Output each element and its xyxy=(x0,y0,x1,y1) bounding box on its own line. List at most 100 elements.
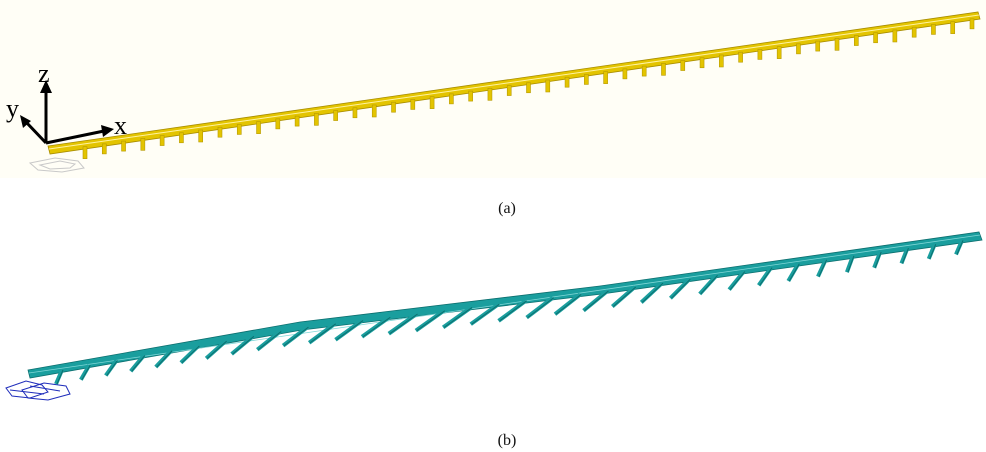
pier-b-edge xyxy=(156,350,173,368)
bridge-model-a: z x y xyxy=(0,0,986,178)
pier-b xyxy=(129,354,146,373)
pier-b xyxy=(360,315,391,339)
pier-b xyxy=(179,344,200,365)
x-axis-label: x xyxy=(114,111,127,140)
pier-a xyxy=(429,96,435,109)
pier-a xyxy=(796,43,801,55)
pier-b xyxy=(639,281,664,304)
pier-b-edge xyxy=(232,335,255,355)
pier-b xyxy=(899,247,910,265)
pier-b xyxy=(786,262,801,282)
pier-b xyxy=(553,292,582,316)
caption-b: (b) xyxy=(497,432,517,449)
pier-a xyxy=(314,113,319,126)
pier-a xyxy=(931,24,936,35)
pier-a xyxy=(603,71,608,84)
bridge-model-b xyxy=(5,231,983,401)
pier-b xyxy=(525,296,555,320)
pier-a xyxy=(969,18,975,30)
panel-a-undeformed-model: z x y xyxy=(0,0,986,178)
pier-a xyxy=(371,104,377,118)
piers-a xyxy=(82,18,975,159)
pier-b xyxy=(669,277,691,300)
pier-b-edge xyxy=(499,300,527,322)
pier-b-edge xyxy=(471,303,500,325)
pier-b xyxy=(816,259,828,278)
pier-b xyxy=(727,270,746,291)
pier-b-edge xyxy=(929,244,937,260)
pier-b xyxy=(582,289,609,313)
pier-a xyxy=(506,85,512,96)
pier-a xyxy=(854,35,859,46)
pier-a xyxy=(622,68,628,80)
pier-b-edge xyxy=(788,263,800,282)
pier-a xyxy=(815,40,821,52)
pier-a xyxy=(256,121,261,134)
pier-a xyxy=(179,132,184,144)
pier-b xyxy=(872,251,883,269)
pier-b xyxy=(497,299,527,323)
pier-b xyxy=(954,239,964,256)
pier-b-edge xyxy=(847,255,855,273)
pier-b-edge xyxy=(818,259,828,277)
pier-a xyxy=(468,90,473,102)
pier-b xyxy=(469,302,500,326)
pier-b xyxy=(154,349,173,369)
pier-b-edge xyxy=(362,316,391,338)
pier-b-edge xyxy=(257,331,282,351)
pier-a xyxy=(719,54,724,68)
panel-b-mode-shape-model xyxy=(0,228,986,428)
pier-b xyxy=(256,329,282,352)
pier-a xyxy=(661,63,666,76)
pier-b xyxy=(610,285,637,309)
pier-b-edge xyxy=(389,313,418,335)
pier-b-edge xyxy=(106,360,118,376)
pier-b xyxy=(104,359,119,377)
pier-b-edge xyxy=(309,323,337,344)
piers-b xyxy=(54,239,964,385)
pier-b-edge xyxy=(56,369,64,385)
pier-b xyxy=(698,274,719,296)
pier-b-edge xyxy=(901,248,909,264)
pier-a xyxy=(410,99,416,110)
pier-b xyxy=(79,364,92,381)
pier-b xyxy=(307,322,336,345)
pier-b xyxy=(281,325,309,348)
pier-b xyxy=(204,339,227,360)
pier-b-edge xyxy=(612,286,637,307)
pier-b-edge xyxy=(81,364,91,381)
pier-a xyxy=(82,146,88,159)
pier-b-edge xyxy=(336,320,364,341)
pier-a xyxy=(198,129,203,143)
pier-b-edge xyxy=(131,355,146,372)
pier-b xyxy=(387,312,418,336)
pier-a xyxy=(950,21,956,34)
pier-b-edge xyxy=(671,278,691,299)
pier-a xyxy=(101,143,107,155)
pier-b xyxy=(926,243,937,260)
base-footprint-a xyxy=(28,157,85,173)
pier-a xyxy=(159,135,165,146)
pier-b-edge xyxy=(956,240,964,255)
pier-b-edge xyxy=(283,326,309,347)
caption-a: (a) xyxy=(498,200,516,217)
pier-a xyxy=(545,79,551,93)
pier-a xyxy=(776,46,782,59)
pier-b-edge xyxy=(206,340,227,359)
pier-b-edge xyxy=(416,310,446,331)
y-axis-line xyxy=(24,120,48,145)
pier-a xyxy=(352,107,358,119)
x-axis-arrowhead xyxy=(101,125,114,137)
pier-a xyxy=(641,65,647,77)
pier-b-edge xyxy=(759,267,773,286)
coordinate-axes xyxy=(20,80,114,145)
pier-a xyxy=(526,82,531,94)
pier-a xyxy=(294,115,300,127)
pier-a xyxy=(680,60,686,71)
pier-a xyxy=(584,74,589,85)
pier-b xyxy=(54,369,64,385)
pier-b-edge xyxy=(443,307,473,328)
pier-b xyxy=(230,334,255,356)
pier-b-edge xyxy=(641,282,664,303)
pier-a xyxy=(275,118,281,130)
